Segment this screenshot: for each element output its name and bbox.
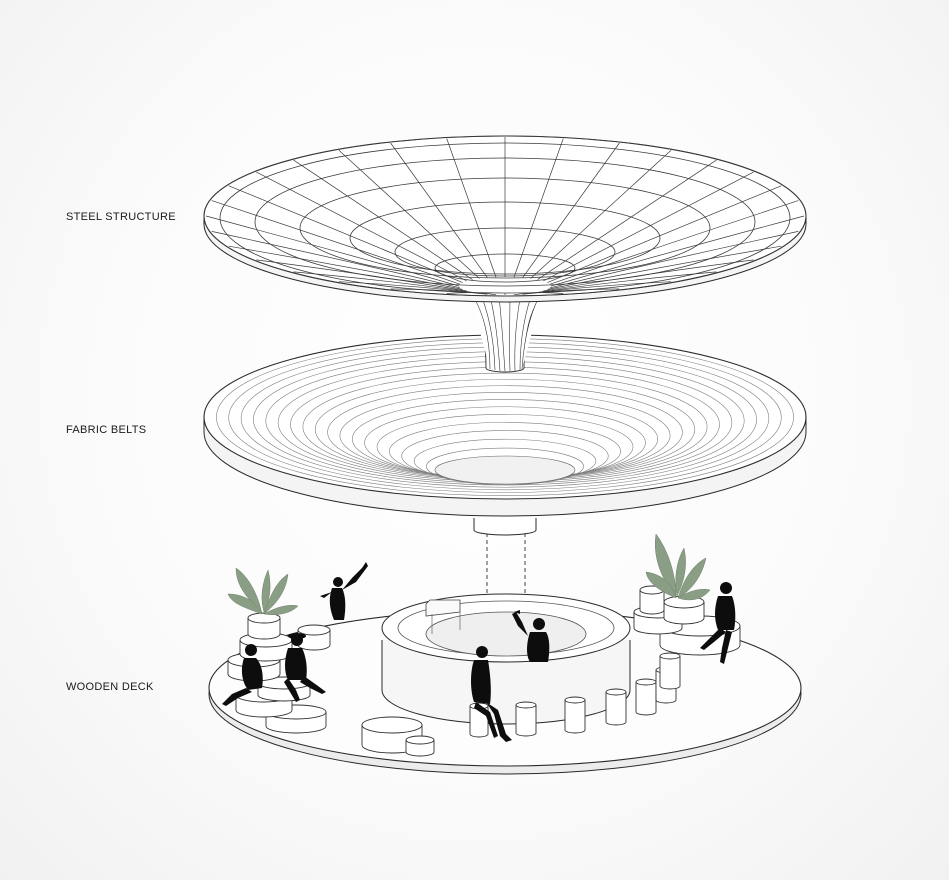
- stool-pillars: [469, 652, 681, 738]
- steel-radial-rib: [228, 245, 463, 290]
- steel-radial-rib: [446, 138, 497, 278]
- steel-radial-rib: [522, 142, 620, 278]
- steel-radial-rib: [530, 150, 672, 279]
- steel-radial-rib: [550, 215, 805, 287]
- person-center-ring: [512, 610, 550, 662]
- person-standing-waving: [320, 562, 368, 620]
- steel-radial-rib: [338, 281, 480, 294]
- steel-radial-rib: [338, 150, 480, 279]
- steel-radial-rib: [256, 171, 467, 282]
- steel-radial-rib: [543, 259, 754, 292]
- steel-radial-rib: [513, 292, 564, 296]
- right-plant: [645, 533, 711, 601]
- steel-radial-rib: [293, 159, 473, 280]
- wooden-deck-label: WOODEN DECK: [66, 681, 154, 693]
- steel-radial-rib: [547, 185, 782, 283]
- steel-radial-rib: [293, 271, 473, 293]
- steel-radial-rib: [537, 271, 717, 293]
- steel-radial-rib: [549, 200, 799, 285]
- central-ring-bench: [381, 593, 631, 725]
- steel-radial-rib: [522, 288, 620, 295]
- left-plant: [227, 567, 299, 615]
- steel-radial-rib: [547, 245, 782, 290]
- steel-radial-rib: [211, 231, 460, 289]
- steel-radial-rib: [513, 138, 564, 278]
- person-seated-right: [700, 582, 736, 664]
- steel-radial-rib: [543, 171, 754, 282]
- fabric-belts-label: FABRIC BELTS: [66, 424, 147, 436]
- person-seated-hat: [284, 633, 326, 702]
- people-silhouettes: [222, 562, 736, 742]
- steel-radial-rib: [205, 215, 460, 287]
- column-collar: [473, 518, 537, 536]
- steel-structure-layer: [203, 135, 807, 303]
- steel-ring-beam: [203, 135, 807, 297]
- steel-radial-rib: [211, 200, 461, 285]
- steel-radial-rib: [390, 142, 488, 278]
- person-seated-front: [471, 646, 512, 742]
- person-seated-left: [222, 644, 263, 706]
- steel-radial-rib: [550, 231, 799, 289]
- steel-structure-label: STEEL STRUCTURE: [66, 211, 176, 223]
- steel-radial-rib: [228, 185, 463, 283]
- steel-radial-rib: [256, 259, 467, 292]
- steel-radial-rib: [537, 159, 717, 280]
- steel-funnel-column: [456, 284, 554, 373]
- fabric-belt-ring: [426, 447, 584, 485]
